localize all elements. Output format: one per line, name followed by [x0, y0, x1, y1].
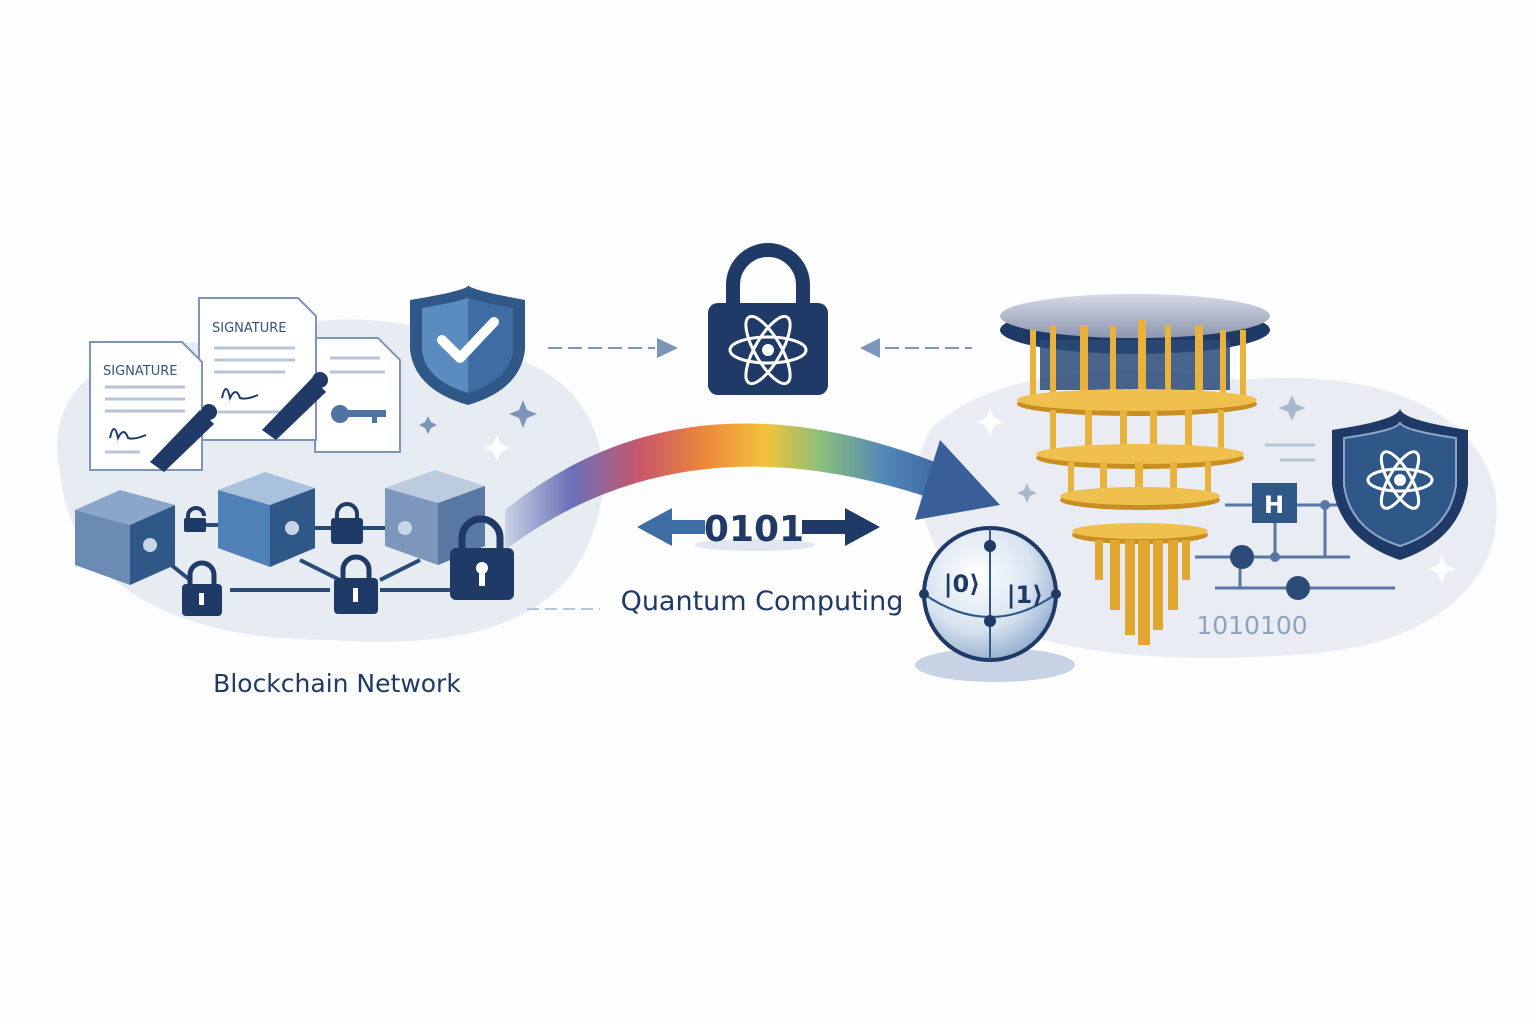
block-cube: [218, 472, 315, 567]
padlock-icon: [334, 554, 378, 614]
binary-label: 1010100: [1196, 611, 1307, 640]
padlock-icon: [184, 506, 206, 532]
document-title: SIGNATURE: [103, 364, 177, 379]
quantum-computing-label: Quantum Computing: [621, 586, 904, 617]
padlock-icon: [182, 560, 222, 616]
dashed-arrow-left: [860, 338, 972, 358]
key-icon: [331, 405, 386, 423]
rainbow-arrow: [505, 423, 1000, 550]
padlock-icon: [450, 515, 514, 600]
shield-check-icon: [410, 285, 525, 405]
ket-one-label: |1⟩: [1007, 581, 1043, 609]
hadamard-gate-label: H: [1264, 491, 1284, 519]
bits-double-arrow: [637, 508, 880, 551]
bloch-sphere-icon: [915, 526, 1075, 682]
sparkle-icons: [419, 395, 1456, 583]
hadamard-gate: [1252, 483, 1297, 523]
lock-atom-icon: [708, 243, 828, 395]
document-title: SIGNATURE: [212, 321, 286, 336]
padlock-icon: [331, 502, 363, 544]
dashed-arrow-right: [548, 338, 678, 358]
blockchain-network-label: Blockchain Network: [213, 669, 461, 698]
shield-atom-icon: [1332, 408, 1468, 560]
circuit-node: [1286, 576, 1310, 600]
circuit-node: [1230, 545, 1254, 569]
document-3: [314, 337, 401, 453]
pen-icon: [150, 404, 217, 472]
block-cube: [385, 470, 485, 565]
document-2: SIGNATURE: [198, 297, 317, 441]
block-cube: [75, 490, 175, 585]
bits-label: 0101: [704, 509, 804, 550]
pen-icon: [262, 372, 328, 440]
quantum-computer-icon: [1000, 294, 1270, 645]
ket-zero-label: |0⟩: [944, 570, 980, 598]
